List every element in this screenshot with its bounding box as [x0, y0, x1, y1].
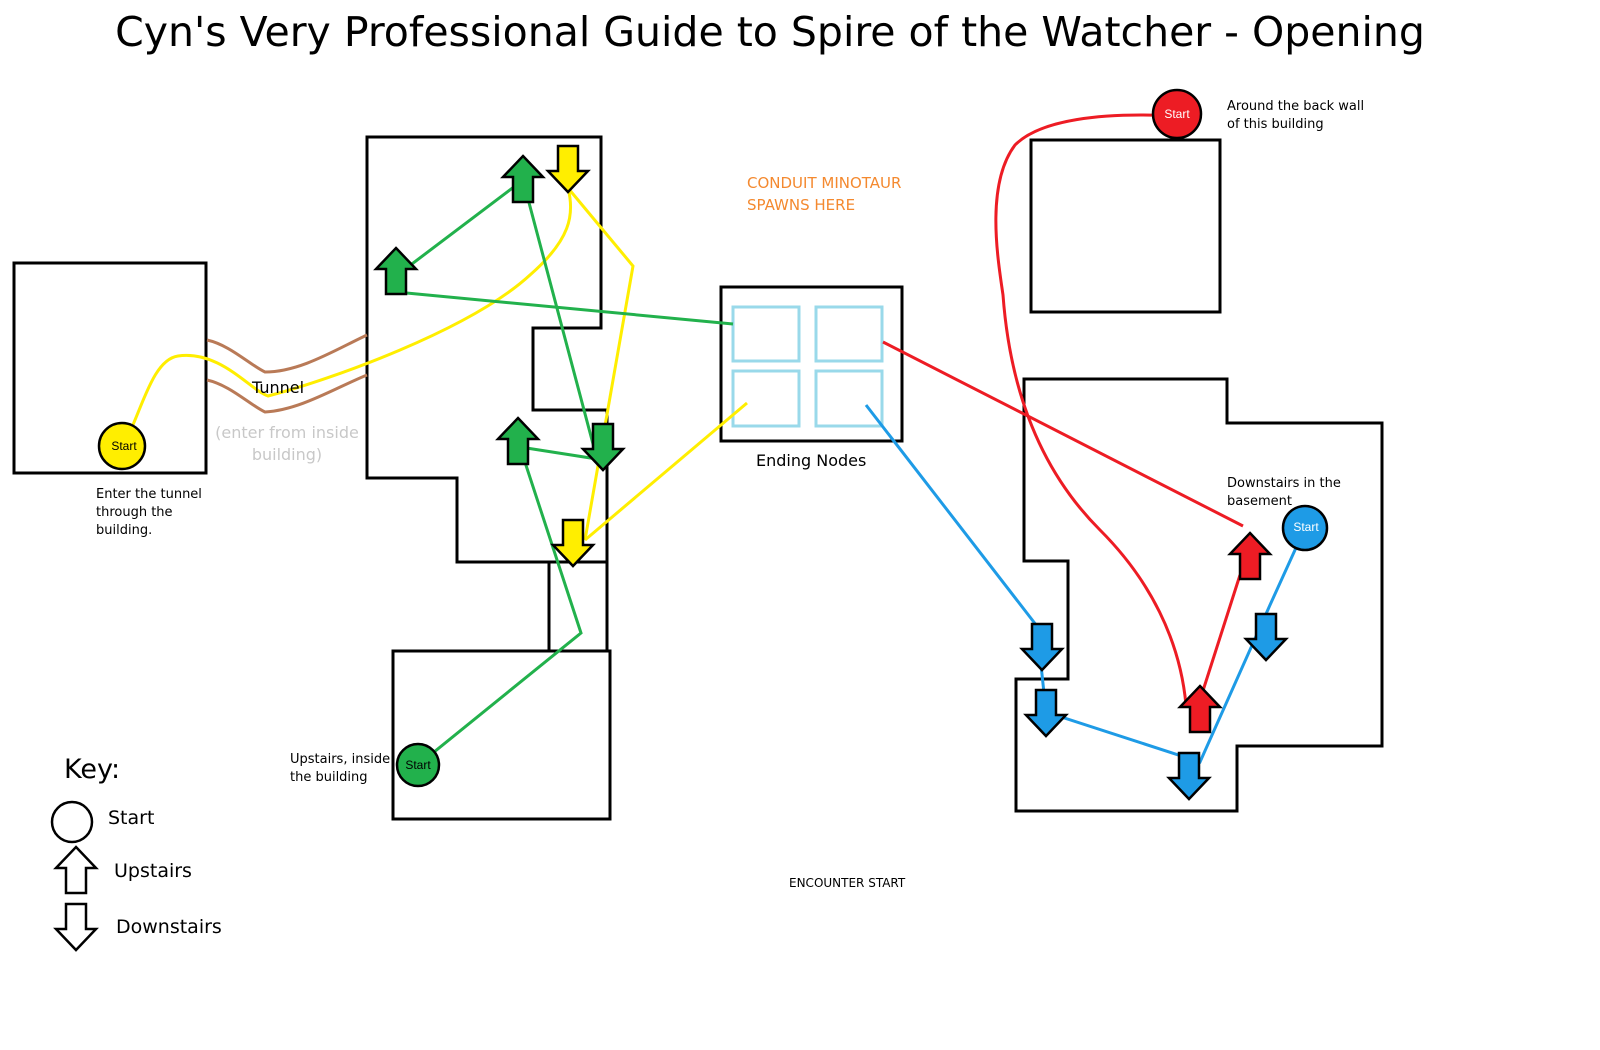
key-start-icon	[50, 800, 94, 844]
green-path	[395, 177, 600, 767]
key-downstairs-label: Downstairs	[116, 916, 222, 938]
green-upstairs-arrow	[496, 416, 540, 466]
key-symbols	[50, 800, 98, 952]
blue-downstairs-arrow	[1020, 622, 1064, 672]
yellow-path-to-node	[584, 401, 748, 542]
tunnel-note: (enter from inside building)	[215, 423, 359, 464]
route-yellow	[120, 187, 748, 542]
encounter-start-label: ENCOUNTER START	[789, 876, 906, 890]
tunnel	[206, 333, 368, 414]
ending-node-2	[814, 305, 884, 363]
minotaur-spawn-label: CONDUIT MINOTAUR SPAWNS HERE	[747, 174, 902, 214]
red-start-marker	[1151, 88, 1203, 140]
blue-route-note: Downstairs in the basement	[1227, 476, 1341, 509]
building-left	[12, 261, 208, 475]
tunnel-label: Tunnel	[252, 378, 305, 397]
ending-nodes	[731, 305, 884, 428]
blue-start-label: Start	[1293, 520, 1319, 534]
route-red	[882, 113, 1244, 706]
building-connector	[547, 560, 609, 653]
tunnel-wall-bottom	[206, 373, 368, 414]
building-ending-nodes	[719, 285, 904, 443]
route-green	[395, 177, 734, 767]
key-title: Key:	[64, 754, 121, 785]
tunnel-wall-top	[206, 333, 368, 374]
buildings	[12, 135, 1384, 821]
key-downstairs-icon	[54, 902, 98, 952]
blue-downstairs-arrow	[1024, 688, 1068, 738]
blue-start-marker	[1281, 504, 1329, 552]
yellow-start-label: Start	[111, 439, 137, 453]
key-start-label: Start	[108, 807, 155, 829]
building-red-start	[1029, 138, 1222, 314]
green-upstairs-arrow	[501, 154, 545, 204]
green-upstairs-arrow	[374, 246, 418, 296]
building-green-start	[391, 649, 612, 821]
ending-node-4	[814, 369, 884, 428]
ending-node-1	[731, 305, 801, 363]
yellow-path-tunnel	[120, 187, 573, 447]
page-title: Cyn's Very Professional Guide to Spire o…	[115, 8, 1425, 56]
green-path-to-node	[395, 290, 734, 326]
red-path-around	[994, 113, 1188, 706]
green-start-label: Start	[405, 758, 431, 772]
key-upstairs-icon	[54, 845, 98, 895]
green-start-marker	[395, 742, 441, 788]
start-markers	[97, 88, 1329, 788]
blue-downstairs-arrow	[1244, 612, 1288, 662]
blue-path-to-node	[864, 404, 1042, 631]
arrows	[374, 144, 1288, 801]
ending-node-3	[731, 369, 801, 428]
blue-downstairs-arrow	[1167, 751, 1211, 801]
red-route-note: Around the back wall of this building	[1227, 99, 1365, 132]
red-path-up	[1198, 574, 1242, 701]
green-route-note: Upstairs, inside the building	[290, 752, 391, 785]
building-basement	[1014, 377, 1384, 813]
route-blue	[864, 404, 1307, 764]
yellow-start-marker	[97, 421, 147, 471]
key-upstairs-label: Upstairs	[114, 860, 192, 882]
yellow-downstairs-arrow	[546, 144, 590, 194]
red-upstairs-arrow	[1228, 531, 1272, 581]
yellow-route-note: Enter the tunnel through the building.	[96, 487, 202, 538]
start-marker-labels: Start Start Start Start	[111, 107, 1319, 772]
red-start-label: Start	[1164, 107, 1190, 121]
red-path-to-node	[882, 340, 1244, 528]
ending-nodes-label: Ending Nodes	[756, 451, 867, 470]
